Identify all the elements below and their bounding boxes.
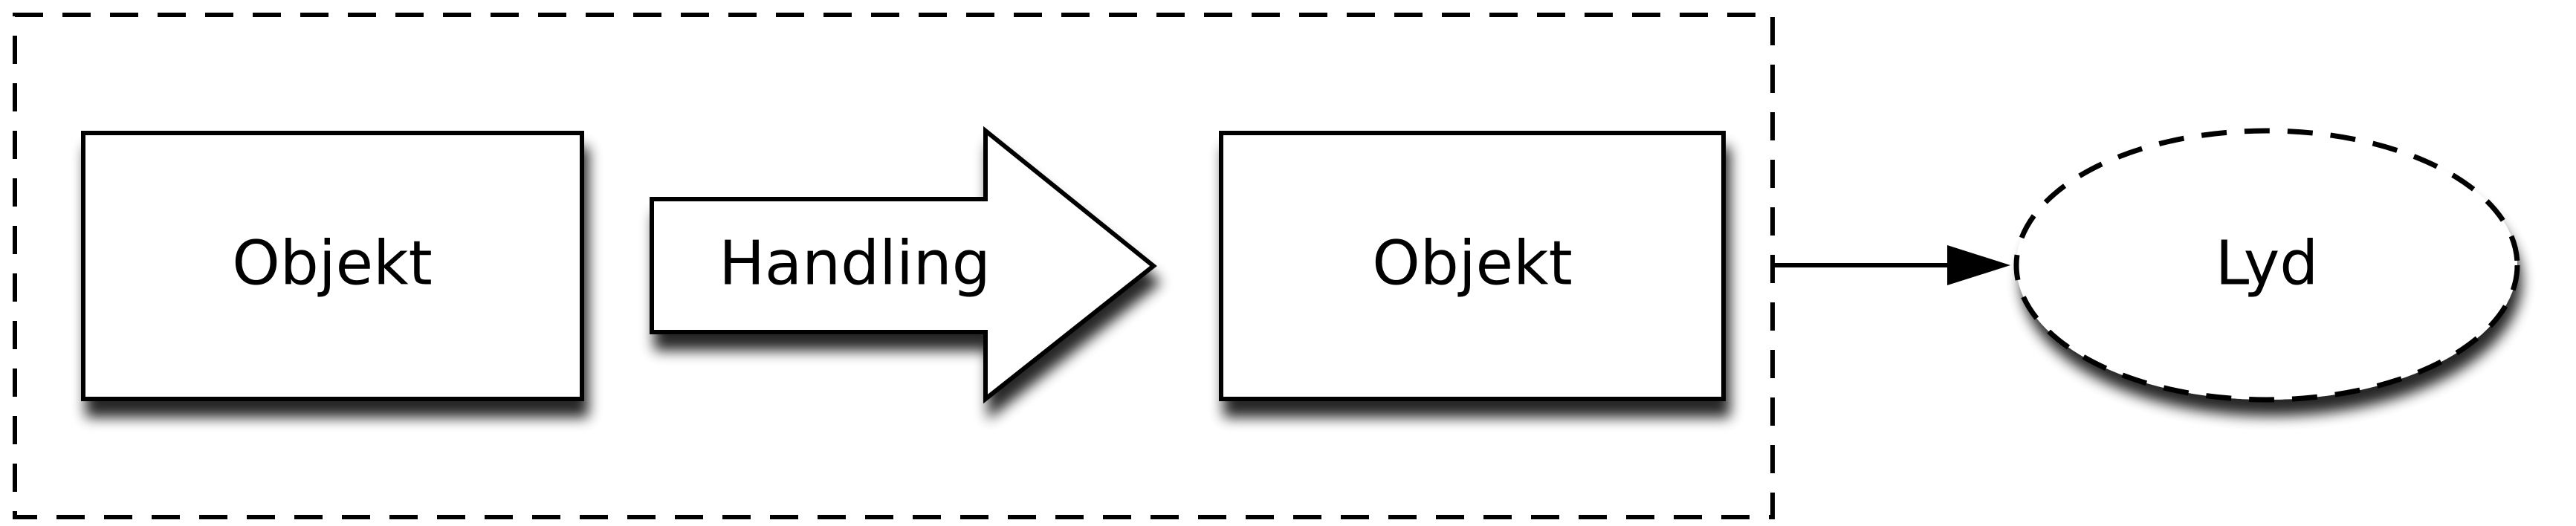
action-arrow[interactable]: Handling	[650, 126, 1157, 404]
connector-arrow	[1773, 245, 2010, 285]
action-label: Handling	[719, 228, 991, 299]
sound-ellipse[interactable]: Lyd	[2013, 128, 2520, 403]
object-right-label: Objekt	[1372, 228, 1572, 299]
object-left-label: Objekt	[232, 228, 432, 299]
object-box-right[interactable]: Objekt	[1219, 131, 1726, 401]
sound-label: Lyd	[2216, 228, 2319, 299]
arrowhead-icon	[1947, 245, 2010, 285]
object-box-left[interactable]: Objekt	[81, 131, 584, 401]
